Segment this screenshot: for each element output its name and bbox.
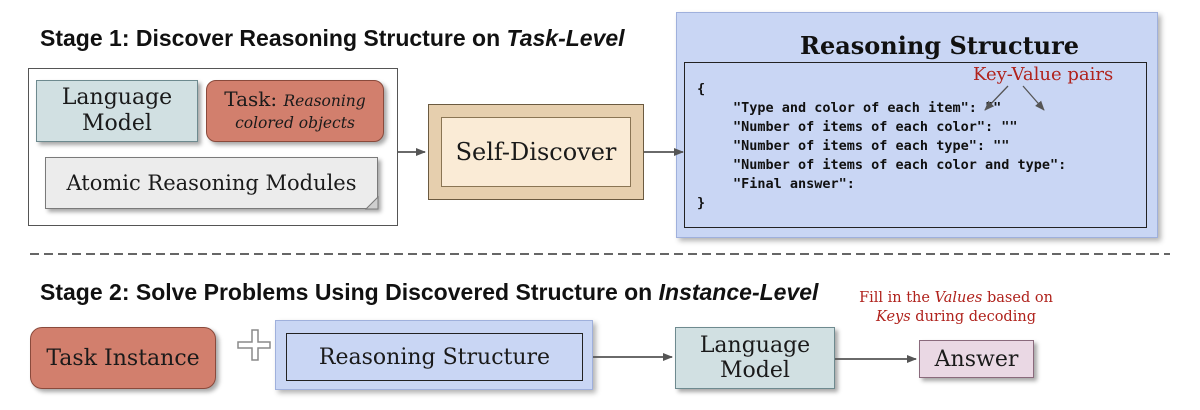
stage1-title: Stage 1: Discover Reasoning Structure on…	[40, 25, 625, 52]
code-line-5: "Final answer":	[733, 176, 855, 192]
code-line-2: "Number of items of each color": ""	[733, 119, 1018, 135]
stage2-title-italic: Instance-Level	[658, 279, 819, 305]
fill-note-line-2: Keys during decoding	[836, 308, 1076, 327]
fill-note-part1: Fill in the	[859, 290, 935, 306]
fill-note-part3: during decoding	[910, 309, 1036, 325]
fill-note-values: Values	[934, 290, 983, 306]
task-instance-box: Task Instance	[30, 327, 216, 389]
stage1-title-italic: Task-Level	[506, 25, 625, 51]
stage2-title: Stage 2: Solve Problems Using Discovered…	[40, 279, 818, 306]
stage2-title-prefix: Stage 2: Solve Problems Using Discovered…	[40, 279, 659, 305]
kv-arrow-value	[1022, 85, 1045, 111]
task-prefix: Task:	[224, 87, 284, 111]
reasoning-structure-code-frame	[684, 62, 1147, 228]
reasoning-structure-label: Reasoning Structure	[318, 344, 551, 370]
code-close-brace: }	[697, 195, 706, 211]
code-line-4: "Number of items of each color and type"…	[733, 157, 1067, 173]
stage1-title-prefix: Stage 1: Discover Reasoning Structure on	[40, 25, 507, 51]
task-box: Task: Reasoning colored objects	[206, 80, 384, 142]
code-open-brace: {	[697, 81, 706, 97]
kv-arrow-key	[984, 85, 1009, 111]
reasoning-structure-panel	[676, 12, 1158, 238]
key-value-annotation: Key-Value pairs	[973, 64, 1114, 85]
language-model-2-box: Language Model	[675, 327, 835, 389]
code-line-3: "Number of items of each type": ""	[733, 138, 1010, 154]
fill-in-annotation: Fill in the Values based on Keys during …	[836, 289, 1076, 327]
fill-note-keys: Keys	[876, 309, 911, 325]
fill-note-line-1: Fill in the Values based on	[836, 289, 1076, 308]
language-model-2-label: Language Model	[699, 333, 811, 383]
self-discover-inner: Self-Discover	[441, 117, 631, 187]
fill-note-part2: based on	[982, 290, 1053, 306]
answer-label: Answer	[934, 346, 1019, 372]
self-discover-label: Self-Discover	[455, 138, 617, 166]
atomic-modules-box: Atomic Reasoning Modules	[45, 157, 378, 209]
reasoning-structure-inner: Reasoning Structure	[286, 333, 583, 381]
answer-box: Answer	[919, 340, 1034, 378]
task-instance-label: Task Instance	[46, 345, 200, 371]
language-model-box: Language Model	[36, 80, 198, 142]
atomic-card-fold	[364, 195, 379, 210]
reasoning-structure-title: Reasoning Structure	[800, 31, 1080, 60]
plus-icon	[237, 329, 271, 361]
task-description: Reasoning colored objects	[235, 92, 366, 132]
task-text: Task: Reasoning colored objects	[207, 88, 383, 134]
language-model-label: Language Model	[61, 85, 173, 136]
atomic-modules-label: Atomic Reasoning Modules	[66, 171, 357, 195]
